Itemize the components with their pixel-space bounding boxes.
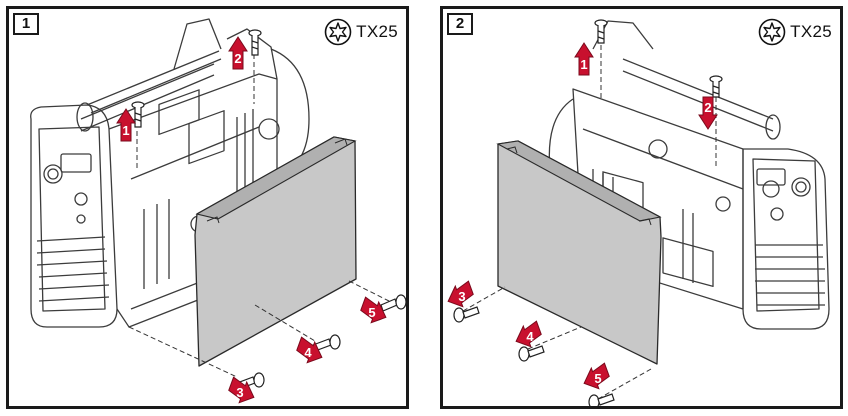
svg-text:2: 2 [234,51,241,66]
screw-icon [248,29,262,56]
screw-icon [588,393,615,406]
screw-icon [594,19,608,44]
screw-badge-5: 5 [583,362,610,390]
svg-text:1: 1 [580,57,587,72]
screw-badge-5: 5 [360,296,387,324]
screw-icon [453,306,480,323]
torx-icon [758,18,786,46]
step-1-panel: 1 TX25 [6,6,409,409]
tool-label: TX25 [790,22,832,41]
svg-text:4: 4 [526,329,534,344]
screw-badge-1: 1 [116,108,136,142]
step-2-illustration: 1 2 3 4 5 [447,19,830,406]
screw-badge-2: 2 [228,36,248,70]
svg-text:3: 3 [236,385,243,400]
screw-badge-2: 2 [698,96,718,130]
svg-text:4: 4 [304,345,312,360]
svg-text:2: 2 [704,100,711,115]
screw-icon [380,294,406,312]
step-1-illustration: 1 2 3 4 5 [30,18,406,404]
svg-text:1: 1 [122,123,129,138]
tool-indicator: TX25 [758,17,832,47]
screw-icon [709,75,723,98]
svg-text:3: 3 [458,289,465,304]
screw-icon [518,345,545,362]
step-number: 1 [13,13,39,35]
screw-badge-3: 3 [447,280,474,308]
screw-icon [131,101,145,128]
tool-indicator: TX25 [324,17,398,47]
screw-badge-4: 4 [515,320,542,348]
tool-label: TX25 [356,22,398,41]
screw-badge-1: 1 [574,42,594,76]
screw-badge-4: 4 [296,336,323,364]
step-number: 2 [447,13,473,35]
svg-text:5: 5 [594,371,601,386]
svg-text:5: 5 [368,305,375,320]
torx-icon [324,18,352,46]
screw-badge-3: 3 [228,376,255,404]
step-2-panel: 2 TX25 [440,6,843,409]
